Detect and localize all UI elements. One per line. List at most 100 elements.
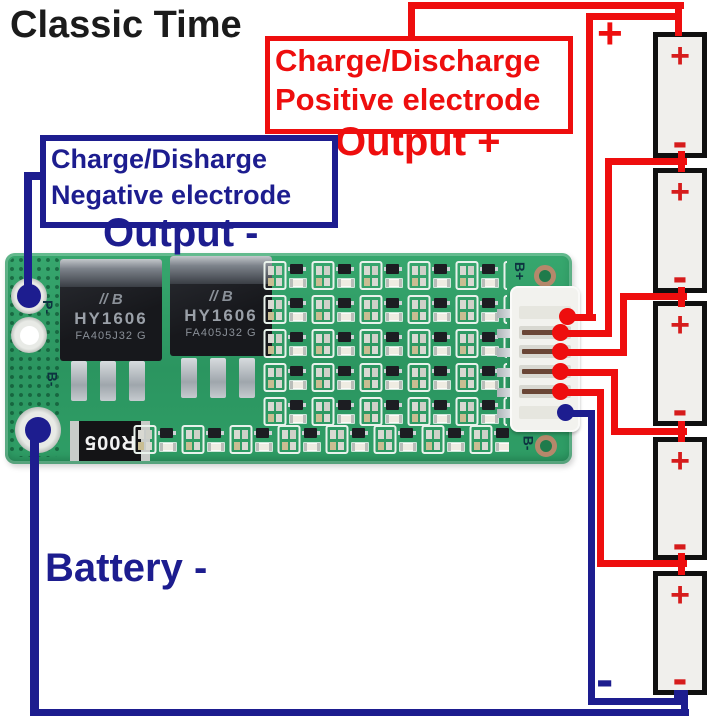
mosfet-leg	[181, 358, 197, 398]
wire-pin5-h	[557, 389, 604, 396]
positive-annotation-line1: Charge/Discharge	[275, 43, 541, 78]
connector-pin	[522, 349, 566, 354]
joint-pin4	[552, 363, 569, 380]
mosfet-leg	[71, 361, 87, 401]
mosfet-2: // B HY1606 FA405J32 G	[170, 256, 272, 356]
connector-slot-1	[519, 306, 571, 319]
wire-pin2-v	[605, 158, 612, 335]
wire-junction3-stub	[678, 421, 685, 442]
mosfet-1-legs	[71, 361, 145, 401]
negative-annotation-box: Charge/Disharge Negative electrode	[40, 135, 338, 228]
mounting-hole-bottom	[535, 435, 557, 457]
battery-cell-5: + -	[653, 571, 707, 703]
pack-plus-label: +	[597, 9, 623, 58]
joint-pin6	[557, 404, 574, 421]
joint-pin3	[552, 343, 569, 360]
mosfet-2-tab	[170, 256, 272, 284]
wire-junction4-h	[597, 560, 687, 567]
wire-pin3-h	[557, 349, 627, 356]
smd-component-bottom-row	[133, 423, 509, 459]
bms-board: P- B- B+ B- // B HY1606 FA405J32 G // B …	[5, 253, 580, 464]
battery-cell-3: + -	[653, 301, 707, 434]
wire-junction1-stub	[678, 151, 685, 172]
smd-component-field	[263, 259, 507, 427]
wire-junction2-h	[620, 293, 687, 300]
brand-title: Classic Time	[10, 4, 242, 46]
cell-5-minus-label: -	[672, 653, 688, 703]
pad-unused-hole-center	[19, 325, 39, 345]
positive-annotation-line2: Positive electrode	[275, 82, 541, 117]
joint-pin5	[552, 383, 569, 400]
silkscreen-b-plus: B+	[512, 261, 529, 281]
wire-junction2-stub	[678, 287, 685, 307]
wire-pin6-h	[562, 410, 595, 417]
battery-cell-1: + -	[653, 32, 707, 166]
battery-cell-4: + -	[653, 437, 707, 568]
negative-annotation-line2: Negative electrode	[51, 180, 292, 210]
shunt-resistor-label: R005	[84, 430, 136, 453]
wire-junction3-h	[611, 428, 687, 435]
wire-pin4-v	[611, 369, 618, 435]
output-negative-label: Output -	[103, 211, 259, 255]
cell-1-plus-label: +	[670, 37, 690, 75]
wire-negative-box-stub	[24, 172, 46, 180]
cell-3-minus-label: -	[672, 384, 688, 434]
mosfet-leg	[129, 361, 145, 401]
cell-1-minus-label: -	[672, 116, 688, 166]
wire-pin2-h	[557, 330, 612, 337]
wire-pin3-v	[620, 293, 627, 355]
pad-unused-hole	[11, 317, 47, 353]
connector-solder-pin	[497, 309, 510, 318]
wire-junction1-h	[605, 158, 687, 165]
mosfet-1-lot: FA405J32 G	[75, 330, 147, 342]
cell-2-minus-label: -	[672, 251, 688, 301]
mosfet-leg	[239, 358, 255, 398]
battery-cell-2: + -	[653, 168, 707, 301]
cell-5-plus-label: +	[670, 576, 690, 614]
mosfet-2-brand-mark: // B	[209, 288, 233, 305]
wire-pin6-bottom-h	[588, 698, 678, 705]
cell-3-plus-label: +	[670, 306, 690, 344]
wire-output-positive-drop	[408, 2, 415, 41]
mosfet-1-tab	[60, 259, 162, 287]
wire-junction4-stub	[678, 553, 685, 575]
battery-minus-label: Battery -	[45, 546, 208, 590]
mosfet-2-model: HY1606	[184, 306, 258, 325]
mosfet-leg	[100, 361, 116, 401]
connector-solder-pin	[497, 329, 510, 338]
wire-pin1-v	[586, 13, 593, 319]
wire-battery-minus-stub	[681, 690, 688, 716]
connector-pin	[522, 389, 566, 394]
mosfet-1-model: HY1606	[74, 309, 148, 328]
negative-annotation-line1: Charge/Disharge	[51, 144, 268, 174]
wire-negative-box-drop	[24, 172, 32, 298]
connector-solder-pin	[497, 409, 510, 418]
cell-4-plus-label: +	[670, 442, 690, 480]
connector-pin	[522, 330, 566, 335]
connector-solder-pin	[497, 348, 510, 357]
silkscreen-b-minus: B-	[44, 371, 61, 387]
joint-pin2	[552, 324, 569, 341]
wire-pin6-stub	[674, 690, 681, 705]
positive-annotation-box: Charge/Discharge Positive electrode	[265, 36, 573, 134]
connector-pin	[522, 369, 566, 374]
cell-2-plus-label: +	[670, 173, 690, 211]
connector-solder-pin	[497, 368, 510, 377]
wire-pin1-top-h	[586, 13, 681, 20]
mounting-hole-top	[534, 265, 556, 287]
joint-pin1	[559, 308, 576, 325]
wire-pin4-h	[557, 369, 618, 376]
mosfet-1-brand-mark: // B	[99, 291, 123, 308]
wire-battery-minus-bottom	[30, 709, 689, 716]
wire-pin6-v	[588, 410, 595, 705]
wire-battery-minus-v	[30, 428, 39, 716]
mosfet-leg	[210, 358, 226, 398]
wire-output-positive-top	[408, 2, 684, 9]
pack-minus-label: -	[596, 651, 614, 709]
mosfet-2-lot: FA405J32 G	[185, 327, 257, 339]
output-positive-label: Output +	[335, 120, 501, 164]
cell-4-minus-label: -	[672, 518, 688, 568]
mosfet-1: // B HY1606 FA405J32 G	[60, 259, 162, 361]
mosfet-2-legs	[181, 358, 255, 398]
